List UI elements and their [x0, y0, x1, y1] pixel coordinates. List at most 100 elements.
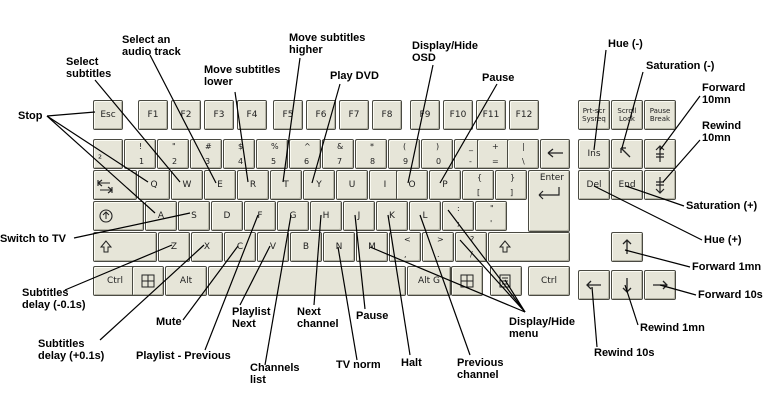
label-playlist-previous: Playlist - Previous [136, 350, 231, 362]
key-equal-top: + [492, 142, 499, 151]
key-w-label: W [182, 180, 192, 190]
key-ctrl-left-label: Ctrl [106, 276, 123, 286]
key-0: )0 [421, 139, 453, 169]
key-tab [93, 170, 137, 200]
key-x-label: X [203, 242, 211, 252]
key-g-label: G [289, 211, 297, 221]
label-pause-bottom: Pause [356, 310, 389, 322]
key-prtscr-label: Prt-scr Sysreq [582, 107, 606, 123]
key-pipe: |\ [507, 139, 539, 169]
key-del-label: Del [586, 180, 602, 190]
key-f5-label: F5 [282, 110, 294, 120]
key-w: W [171, 170, 203, 200]
key-o: O [396, 170, 428, 200]
key-g: G [277, 201, 309, 231]
key-menu [490, 266, 522, 296]
key-enter-label: Enter [539, 173, 564, 183]
key-minus-top: _ [469, 142, 473, 151]
key-d-label: D [223, 211, 231, 221]
key-c-label: C [236, 242, 244, 252]
key-lbrace-bot: [ [477, 188, 481, 197]
key-rbrace: }] [495, 170, 527, 200]
key-rbrace-top: } [510, 173, 516, 182]
key-f10: F10 [443, 100, 473, 130]
key-scroll-lock: Scroll Lock [611, 100, 643, 130]
key-q-label: Q [150, 180, 158, 190]
label-playlist-next: Playlist Next [232, 306, 271, 330]
callout-line [337, 246, 358, 361]
key-pause-break-label: Pause Break [649, 107, 671, 123]
key-lbrace-top: { [477, 173, 483, 182]
key-f3: F3 [204, 100, 234, 130]
key-6: ^6 [289, 139, 321, 169]
key-semicolon-bot: ; [457, 219, 460, 228]
label-rewind-10mn: Rewind 10mn [702, 120, 742, 144]
label-halt: Halt [401, 357, 422, 369]
label-move-subtitles-lower: Move subtitles lower [204, 64, 281, 88]
key-equal: += [477, 139, 509, 169]
key-6-top: ^ [304, 142, 311, 151]
backspace-arrow-icon [547, 148, 563, 158]
key-f7: F7 [339, 100, 369, 130]
arrow-right-icon [653, 280, 668, 290]
key-8-top: * [370, 142, 374, 151]
key-backspace [540, 139, 570, 169]
key-9-bot: 9 [403, 157, 409, 166]
enter-arrow-icon [538, 187, 560, 200]
label-select-audio: Select an audio track [122, 34, 181, 58]
key-f4: F4 [237, 100, 267, 130]
tab-icon [97, 179, 113, 194]
label-hue-plus: Hue (+) [704, 234, 742, 246]
label-stop: Stop [18, 110, 43, 122]
key-2-top: " [172, 142, 176, 151]
key-5: %5 [256, 139, 288, 169]
key-end-label: End [618, 180, 636, 190]
key-7-bot: 7 [337, 157, 343, 166]
label-channels-list: Channels list [250, 362, 300, 386]
key-3: #3 [190, 139, 222, 169]
key-page-up [644, 139, 676, 169]
key-enter: Enter [528, 170, 570, 232]
key-d: D [211, 201, 243, 231]
key-b: B [290, 232, 322, 262]
shift-icon [498, 240, 512, 253]
key-y-label: Y [316, 180, 322, 190]
key-t: T [270, 170, 302, 200]
key-1: !1 [124, 139, 156, 169]
key-i-label: I [383, 180, 387, 190]
key-semicolon: :; [442, 201, 474, 231]
key-n-label: N [335, 242, 343, 252]
key-0-bot: 0 [436, 157, 442, 166]
key-2-bot: 2 [172, 157, 178, 166]
key-arrow-up [611, 232, 643, 262]
key-z-label: Z [170, 242, 178, 252]
key-f8-label: F8 [381, 110, 393, 120]
key-9: (9 [388, 139, 420, 169]
key-f8: F8 [372, 100, 402, 130]
key-alt-label: Alt [179, 276, 193, 286]
key-a-label: A [157, 211, 165, 221]
page-up-icon [655, 145, 665, 162]
key-scroll-lock-label: Scroll Lock [617, 107, 637, 123]
arrow-down-icon [622, 278, 632, 293]
key-f-label: F [257, 211, 263, 221]
label-mute: Mute [156, 316, 182, 328]
key-p-label: P [442, 180, 448, 190]
key-6-bot: 6 [304, 157, 310, 166]
key-arrow-right [644, 270, 676, 300]
key-p: P [429, 170, 461, 200]
page-down-icon [655, 177, 665, 194]
key-esc-label: Esc [100, 110, 116, 120]
key-backtick: ² [93, 139, 123, 169]
home-arrow-icon [620, 147, 631, 158]
key-f11-label: F11 [482, 110, 500, 120]
key-8-bot: 8 [370, 157, 376, 166]
key-l-label: L [422, 211, 428, 221]
label-play-dvd: Play DVD [330, 70, 379, 82]
label-switch-to-tv: Switch to TV [0, 233, 66, 245]
key-f9-label: F9 [419, 110, 431, 120]
label-next-channel: Next channel [297, 306, 339, 330]
key-r-label: R [249, 180, 257, 190]
key-k-label: K [389, 211, 395, 221]
